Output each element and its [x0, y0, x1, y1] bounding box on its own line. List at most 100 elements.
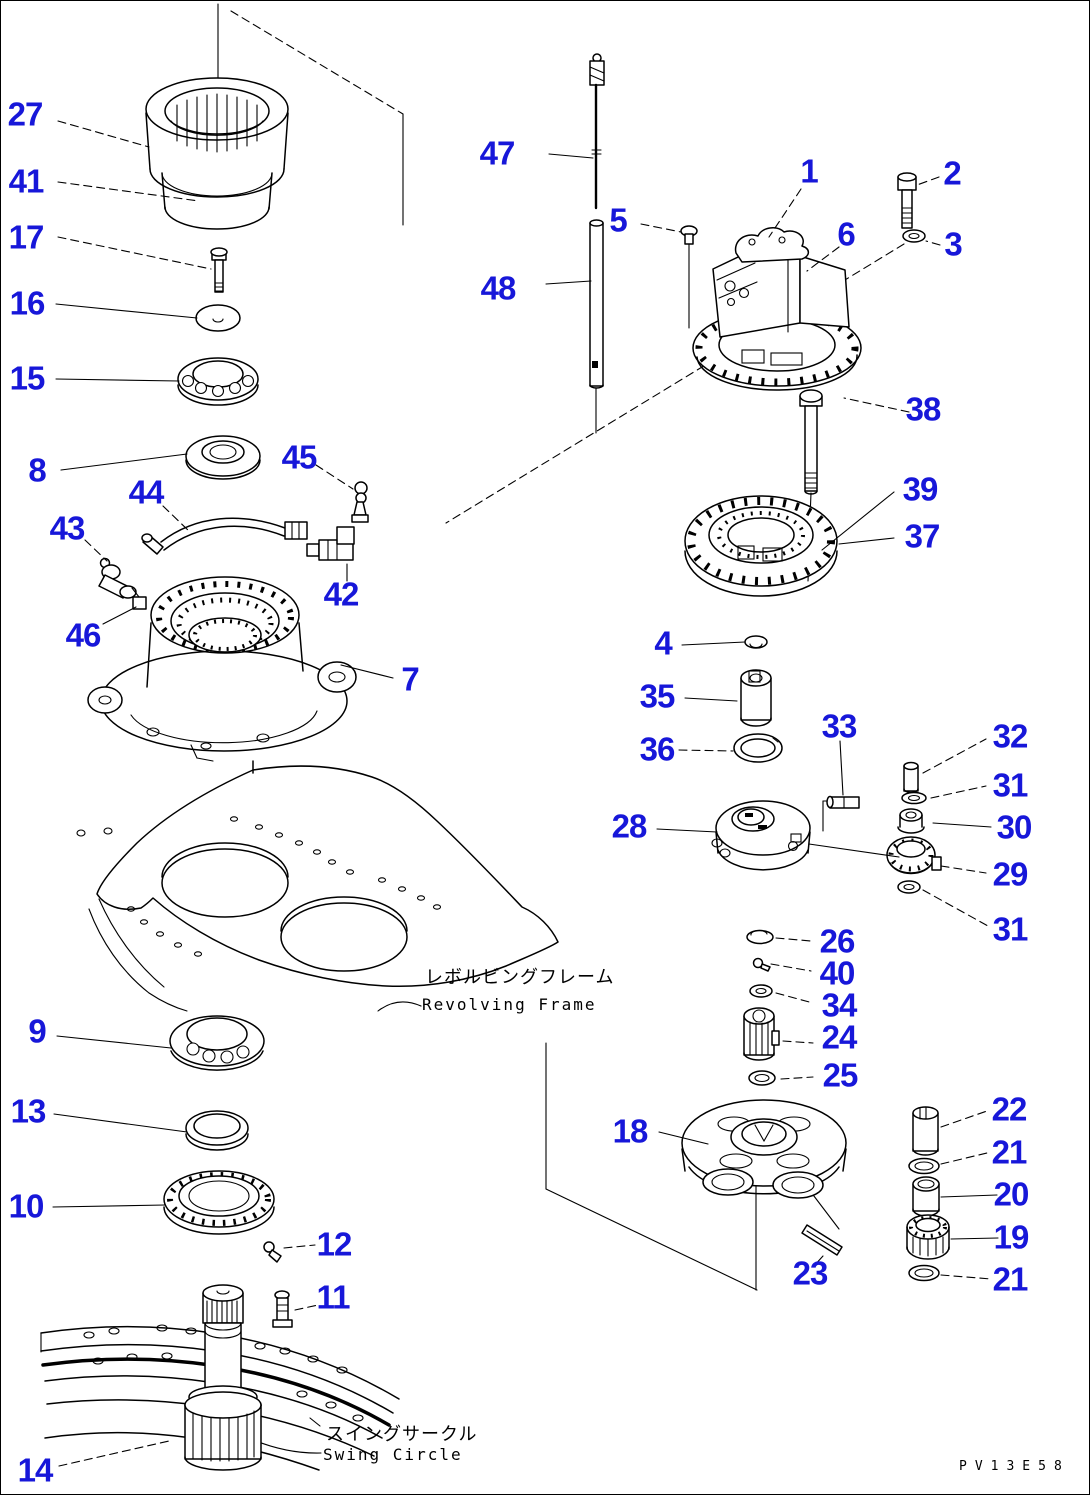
- revolving-frame-drawing: [76, 760, 559, 1012]
- part-8-bearing: [185, 435, 261, 480]
- callout-43: 43: [49, 509, 86, 547]
- part-32-pin: [903, 761, 919, 794]
- part-24-coupling: [743, 1007, 780, 1061]
- drawing-code: PV13E58: [959, 1459, 1070, 1474]
- part-34-washer: [749, 984, 773, 998]
- part-15-bearing: [177, 357, 259, 406]
- callout-45: 45: [281, 438, 318, 476]
- callout-24: 24: [821, 1018, 858, 1056]
- callout-15: 15: [9, 359, 46, 397]
- callout-44: 44: [128, 473, 165, 511]
- callout-23: 23: [792, 1254, 829, 1292]
- callout-29: 29: [992, 855, 1029, 893]
- callout-40: 40: [819, 954, 856, 992]
- callout-25: 25: [822, 1056, 859, 1094]
- callout-7: 7: [401, 660, 419, 698]
- part-35-pin-boss: [740, 669, 772, 727]
- callout-11: 11: [316, 1278, 351, 1316]
- frame-bolt-holes: [76, 816, 442, 957]
- part-47-dipstick: [589, 53, 605, 210]
- revolving-frame-label-jp: レボルビングフレーム: [425, 967, 615, 988]
- part-18-carrier: [681, 1099, 847, 1199]
- part-5-plug: [680, 225, 698, 245]
- callout-32: 32: [992, 717, 1029, 755]
- callout-26: 26: [819, 922, 856, 960]
- ring-gear-teeth: [176, 93, 258, 153]
- callout-17: 17: [8, 218, 45, 256]
- callout-34: 34: [821, 986, 858, 1024]
- part-13-ring: [185, 1110, 249, 1151]
- callout-31-2: 31: [992, 910, 1029, 948]
- callout-42: 42: [323, 575, 360, 613]
- part-10-gear-ring: [163, 1170, 275, 1235]
- part-9-bearing: [169, 1015, 265, 1071]
- part-19-splined-hub: [906, 1214, 950, 1260]
- part-36-ring: [733, 733, 783, 763]
- callout-37: 37: [904, 517, 941, 555]
- callout-33: 33: [821, 707, 858, 745]
- part-45-grease-nipple: [351, 481, 369, 523]
- swing-circle-bolt-holes: [83, 1324, 364, 1422]
- callout-4: 4: [654, 624, 672, 662]
- callout-38: 38: [905, 390, 942, 428]
- swing-circle-label-en: Swing Circle: [323, 1445, 463, 1464]
- callout-21: 21: [991, 1133, 1028, 1171]
- callout-5: 5: [609, 201, 627, 239]
- callout-41: 41: [8, 162, 45, 200]
- part-37-ring-gear: [684, 495, 838, 597]
- part-22-spring-pin: [912, 1106, 939, 1156]
- part-3-washer: [902, 229, 926, 243]
- part-20-bushing: [912, 1176, 940, 1217]
- callout-9: 9: [28, 1012, 46, 1050]
- part-46-connector: [131, 587, 147, 610]
- part-16-washer: [195, 304, 241, 332]
- swing-circle-label-jp: スイングサークル: [326, 1424, 478, 1445]
- callout-47: 47: [479, 134, 516, 172]
- callout-21-2: 21: [992, 1260, 1029, 1298]
- part-44-hose: [141, 517, 308, 555]
- callout-39: 39: [902, 470, 939, 508]
- part-40-screw: [752, 957, 771, 972]
- callout-31: 31: [992, 766, 1029, 804]
- callout-36: 36: [639, 730, 676, 768]
- part-2-bolt: [897, 172, 917, 229]
- part-33-pin: [826, 795, 860, 809]
- callout-16: 16: [9, 284, 46, 322]
- part-25-ring: [748, 1070, 776, 1086]
- part-1-swing-motor: [692, 227, 862, 391]
- callout-19: 19: [993, 1218, 1030, 1256]
- part-31-nut-lower: [897, 880, 921, 894]
- part-23-pin: [801, 1224, 843, 1256]
- callout-12: 12: [316, 1225, 353, 1263]
- part-42-elbow-fitting: [306, 526, 355, 561]
- part-48-dipstick-guide-tube: [589, 219, 604, 389]
- part-14-swing-pinion-shaft: [184, 1284, 262, 1471]
- part-4-plug: [744, 635, 768, 649]
- part-29-gear: [886, 836, 942, 875]
- part-21-ring-lower: [908, 1264, 940, 1282]
- part-41-drum-case: [161, 172, 273, 230]
- part-28-carrier: [711, 800, 811, 871]
- callout-2: 2: [943, 154, 961, 192]
- callout-18: 18: [612, 1112, 649, 1150]
- leader-lines: [52, 120, 999, 1467]
- part-17-bolt: [210, 247, 228, 293]
- callout-35: 35: [639, 677, 676, 715]
- callout-28: 28: [611, 807, 648, 845]
- part-26-snap-ring: [746, 929, 774, 945]
- callout-14: 14: [17, 1451, 54, 1489]
- callout-48: 48: [480, 269, 517, 307]
- part-31-nut-upper: [901, 791, 927, 805]
- part-38-bolt: [799, 389, 823, 495]
- callout-13: 13: [10, 1092, 47, 1130]
- callout-3: 3: [944, 225, 962, 263]
- construction-lines: [217, 3, 905, 1291]
- callout-10: 10: [8, 1187, 45, 1225]
- callout-8: 8: [28, 451, 46, 489]
- callout-46: 46: [65, 616, 102, 654]
- part-30-retainer: [897, 808, 925, 834]
- callout-22: 22: [991, 1090, 1028, 1128]
- part-11-bolt: [272, 1290, 293, 1328]
